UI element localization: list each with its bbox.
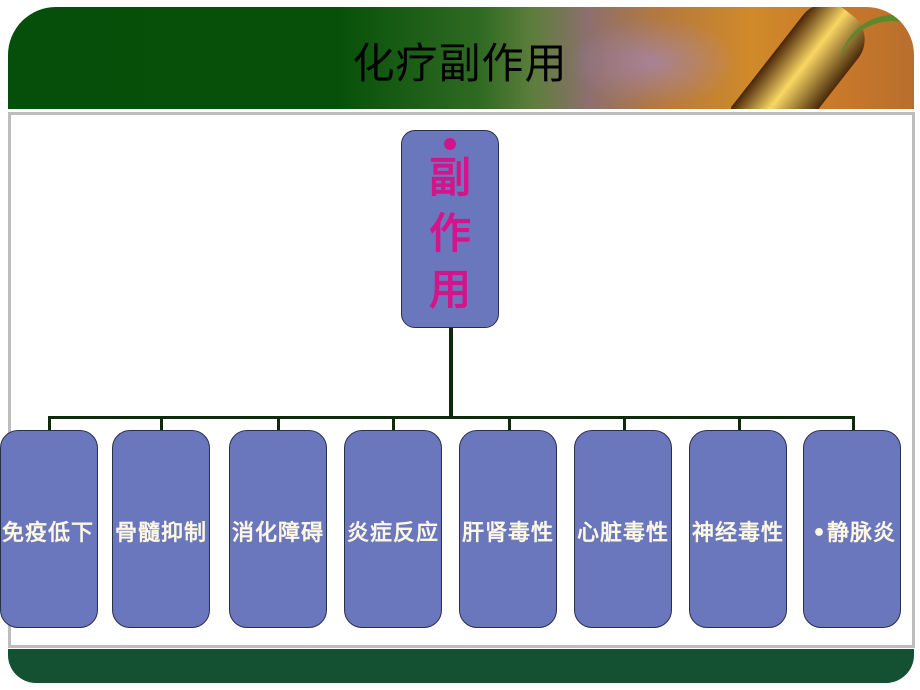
root-char-3: 用 [428,265,471,314]
child-node-7 [689,430,787,628]
connector-root-stem [449,328,453,418]
child-node-8 [803,430,901,628]
child-label-1: 免疫低下 [1,521,94,546]
root-char-1: 副 [428,153,471,202]
root-node: 副 作 用 [401,130,499,328]
footer-band [8,649,914,683]
child-label-5: 肝肾毒性 [461,521,554,546]
child-node-5 [459,430,557,628]
child-label-2: 骨髓抑制 [114,521,207,546]
child-label-3: 消化障碍 [231,521,324,546]
connector-drop-3 [277,417,280,431]
decorative-glow [568,17,738,107]
connector-horizontal-bar [48,416,855,419]
child-label-8: •静脉炎 [811,521,897,546]
connector-drop-7 [738,417,741,431]
child-node-1 [0,430,98,628]
child-node-3 [229,430,327,628]
connector-drop-4 [392,417,395,431]
decorative-arc [838,15,914,109]
child-node-6 [574,430,672,628]
child-label-7: 神经毒性 [691,521,784,546]
connector-drop-5 [508,417,511,431]
slide-title: 化疗副作用 [352,39,568,88]
child-label-6: 心脏毒性 [576,521,669,546]
root-char-2: 作 [428,209,471,258]
header-banner [8,7,914,109]
connector-drop-6 [623,417,626,431]
connector-drop-2 [160,417,163,431]
child-node-2 [112,430,210,628]
connector-drop-8 [852,417,855,431]
child-label-4: 炎症反应 [346,521,439,546]
bullet-icon [444,138,456,150]
child-node-4 [344,430,442,628]
connector-drop-1 [48,417,51,431]
